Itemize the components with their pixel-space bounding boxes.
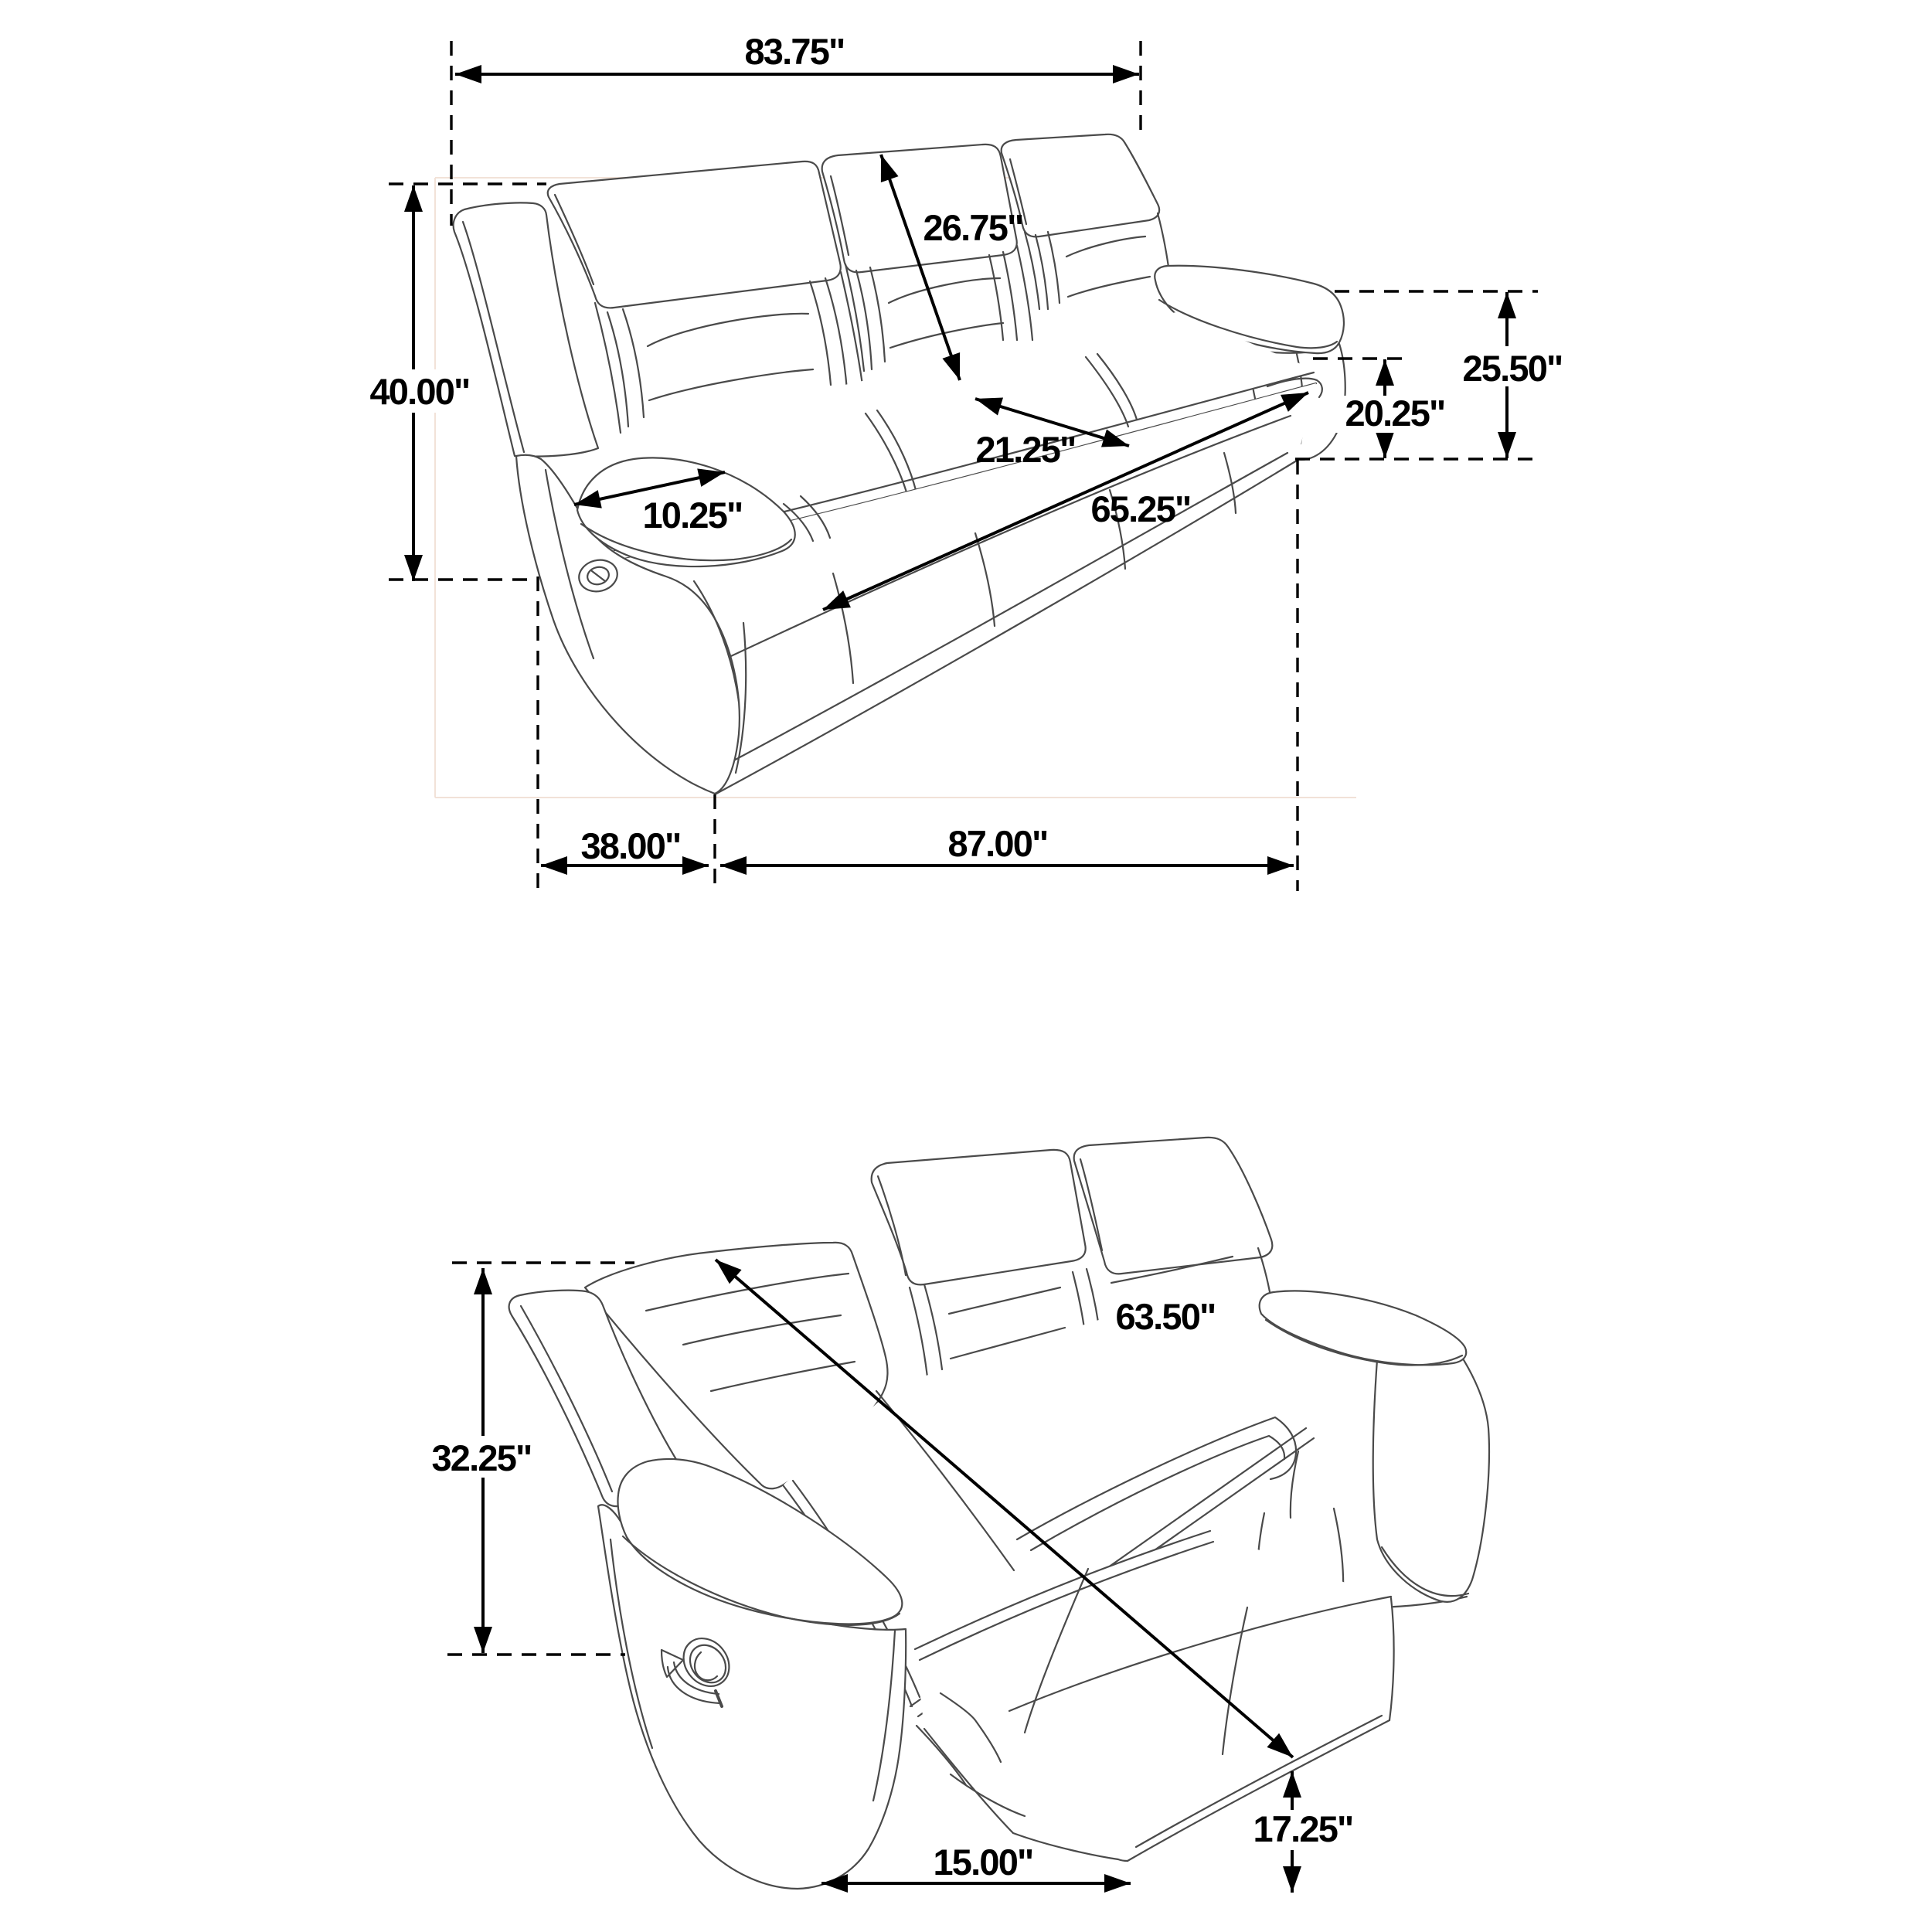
svg-text:17.25": 17.25" xyxy=(1253,1808,1352,1849)
svg-text:10.25": 10.25" xyxy=(642,495,742,536)
svg-text:65.25": 65.25" xyxy=(1090,488,1190,529)
svg-text:25.50": 25.50" xyxy=(1462,348,1562,389)
svg-text:38.00": 38.00" xyxy=(580,825,680,866)
svg-text:83.75": 83.75" xyxy=(744,31,844,72)
svg-text:26.75": 26.75" xyxy=(923,207,1022,248)
svg-text:32.25": 32.25" xyxy=(431,1437,531,1478)
svg-text:20.25": 20.25" xyxy=(1345,393,1444,434)
svg-text:40.00": 40.00" xyxy=(369,371,469,412)
svg-text:21.25": 21.25" xyxy=(975,429,1075,470)
svg-text:63.50": 63.50" xyxy=(1115,1296,1215,1337)
svg-text:15.00": 15.00" xyxy=(933,1842,1032,1883)
svg-text:87.00": 87.00" xyxy=(947,823,1047,864)
